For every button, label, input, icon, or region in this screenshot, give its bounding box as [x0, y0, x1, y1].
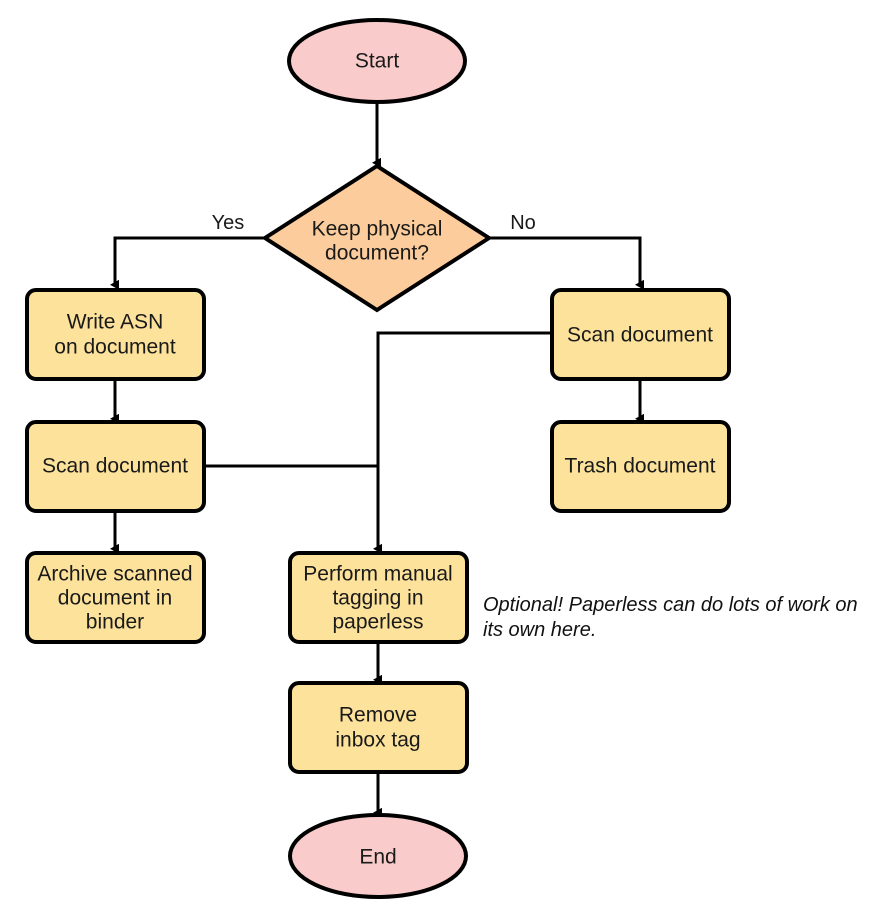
node-scan-document-right[interactable]: Scan document	[550, 288, 731, 381]
scan-document-left-label: Scan document	[42, 455, 188, 478]
node-end[interactable]: End	[288, 813, 468, 899]
archive-label-line3: binder	[86, 611, 144, 634]
node-archive-scanned-document[interactable]: Archive scanned document in binder	[25, 551, 206, 644]
remove-inbox-tag-label-line1: Remove	[339, 704, 417, 727]
trash-document-box-shape	[550, 420, 731, 513]
node-scan-document-left[interactable]: Scan document	[25, 420, 206, 513]
manual-tagging-label-line3: paperless	[332, 611, 423, 634]
archive-label-line1: Archive scanned	[37, 563, 192, 586]
start-label: Start	[355, 50, 400, 73]
write-asn-label-line1: Write ASN	[67, 311, 163, 334]
node-perform-manual-tagging[interactable]: Perform manual tagging in paperless	[288, 551, 469, 644]
node-remove-inbox-tag[interactable]: Remove inbox tag	[288, 681, 469, 774]
annotation-line1: Optional! Paperless can do lots of work …	[483, 594, 858, 616]
edge-label-no: No	[510, 212, 536, 234]
archive-box-shape	[25, 551, 206, 644]
edge-scan-right-to-manual-tagging	[373, 331, 552, 554]
annotation-line2: its own here.	[483, 619, 596, 641]
edge-decision-to-scan-right	[489, 236, 644, 290]
start-ellipse-shape	[287, 18, 467, 104]
node-decision-keep-physical-document[interactable]: Keep physical document?	[261, 163, 493, 313]
edge-decision-to-write-asn	[110, 236, 265, 290]
annotation-optional-note: Optional! Paperless can do lots of work …	[483, 594, 858, 641]
scan-document-left-box-shape	[25, 420, 206, 513]
scan-document-right-box-shape	[550, 288, 731, 381]
end-label: End	[359, 846, 396, 869]
node-start[interactable]: Start	[287, 18, 467, 104]
node-trash-document[interactable]: Trash document	[550, 420, 731, 513]
decision-label-line1: Keep physical	[312, 218, 443, 241]
trash-document-label: Trash document	[565, 455, 716, 478]
manual-tagging-label-line2: tagging in	[332, 587, 423, 610]
manual-tagging-box-shape	[288, 551, 469, 644]
scan-document-right-label: Scan document	[567, 324, 713, 347]
edge-label-layer: Yes No	[212, 212, 536, 234]
decision-label-line2: document?	[325, 242, 429, 265]
manual-tagging-label-line1: Perform manual	[303, 563, 452, 586]
decision-diamond-shape	[261, 163, 493, 313]
archive-label-line2: document in	[58, 587, 172, 610]
remove-inbox-tag-label-line2: inbox tag	[335, 729, 420, 752]
edge-label-yes: Yes	[212, 212, 245, 234]
node-write-asn-on-document[interactable]: Write ASN on document	[25, 288, 206, 381]
write-asn-box-shape	[25, 288, 206, 381]
edge-layer	[110, 104, 644, 818]
write-asn-label-line2: on document	[54, 336, 176, 359]
end-ellipse-shape	[288, 813, 468, 899]
remove-inbox-tag-box-shape	[288, 681, 469, 774]
